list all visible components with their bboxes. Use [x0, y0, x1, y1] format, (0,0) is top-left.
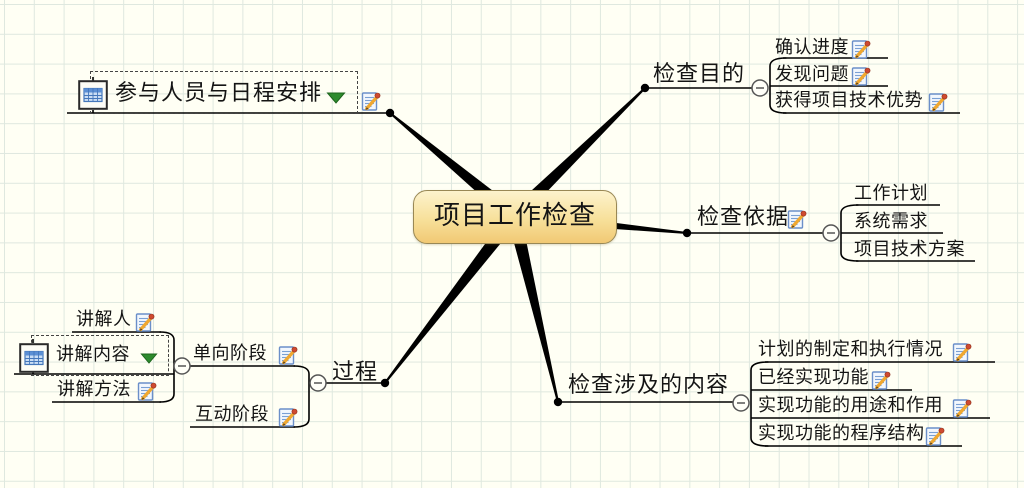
node-purpose-child[interactable]: 发现问题 [775, 64, 849, 85]
node-basis[interactable]: 检查依据 [697, 205, 790, 230]
node-basis-child[interactable]: 工作计划 [854, 183, 928, 204]
note-icon[interactable] [951, 341, 972, 362]
fold-arrow-icon[interactable] [326, 91, 346, 105]
note-icon[interactable] [786, 208, 807, 229]
node-purpose-child[interactable]: 获得项目技术优势 [775, 90, 923, 111]
node-process[interactable]: 过程 [332, 360, 379, 385]
toggle-content[interactable] [732, 394, 750, 412]
fold-arrow-icon[interactable] [140, 352, 158, 365]
node-content-child[interactable]: 已经实现功能 [758, 367, 869, 388]
node-explain-method[interactable]: 讲解方法 [57, 379, 131, 400]
note-icon[interactable] [951, 397, 972, 418]
central-edges [380, 83, 692, 407]
bracket-process [293, 365, 310, 428]
note-icon[interactable] [850, 38, 871, 59]
node-content-child[interactable]: 计划的制定和执行情况 [758, 339, 943, 360]
bracket-purpose [769, 57, 787, 114]
embedded-table-icon[interactable] [78, 80, 108, 110]
note-icon[interactable] [850, 65, 871, 86]
node-explain-content[interactable]: 讲解内容 [56, 344, 130, 365]
edge-to-process [384, 211, 520, 384]
note-icon[interactable] [360, 90, 381, 111]
collapse-toggles [173, 79, 840, 412]
node-presenter[interactable]: 讲解人 [76, 309, 132, 330]
embedded-table-icon[interactable] [19, 343, 49, 373]
node-participants[interactable]: 参与人员与日程安排 [115, 81, 323, 106]
note-icon[interactable] [277, 406, 298, 427]
bracket-content [750, 361, 769, 447]
edge-to-purpose [509, 87, 646, 221]
toggle-basis[interactable] [822, 224, 840, 242]
bracket-basis [840, 204, 859, 262]
root-node-label: 项目工作检查 [433, 201, 596, 232]
node-content-child[interactable]: 实现功能的用途和作用 [758, 395, 943, 416]
node-purpose[interactable]: 检查目的 [653, 62, 746, 87]
node-content[interactable]: 检查涉及的内容 [568, 373, 730, 398]
node-content-child[interactable]: 实现功能的程序结构 [758, 423, 925, 444]
node-basis-child[interactable]: 系统需求 [854, 211, 928, 232]
node-interactive[interactable]: 互动阶段 [195, 404, 269, 425]
root-node[interactable]: 项目工作检查 [413, 190, 617, 244]
note-icon[interactable] [927, 91, 948, 112]
note-icon[interactable] [277, 344, 298, 365]
note-icon[interactable] [870, 369, 891, 390]
node-oneway[interactable]: 单向阶段 [193, 343, 267, 364]
edge-to-content [507, 214, 559, 403]
note-icon[interactable] [134, 311, 155, 332]
toggle-process[interactable] [309, 374, 327, 392]
note-icon[interactable] [924, 425, 945, 446]
note-icon[interactable] [136, 380, 157, 401]
toggle-oneway[interactable] [173, 357, 191, 375]
node-basis-child[interactable]: 项目技术方案 [854, 239, 965, 260]
toggle-purpose[interactable] [751, 79, 769, 97]
child-brackets [159, 57, 859, 447]
node-purpose-child[interactable]: 确认进度 [775, 37, 849, 58]
